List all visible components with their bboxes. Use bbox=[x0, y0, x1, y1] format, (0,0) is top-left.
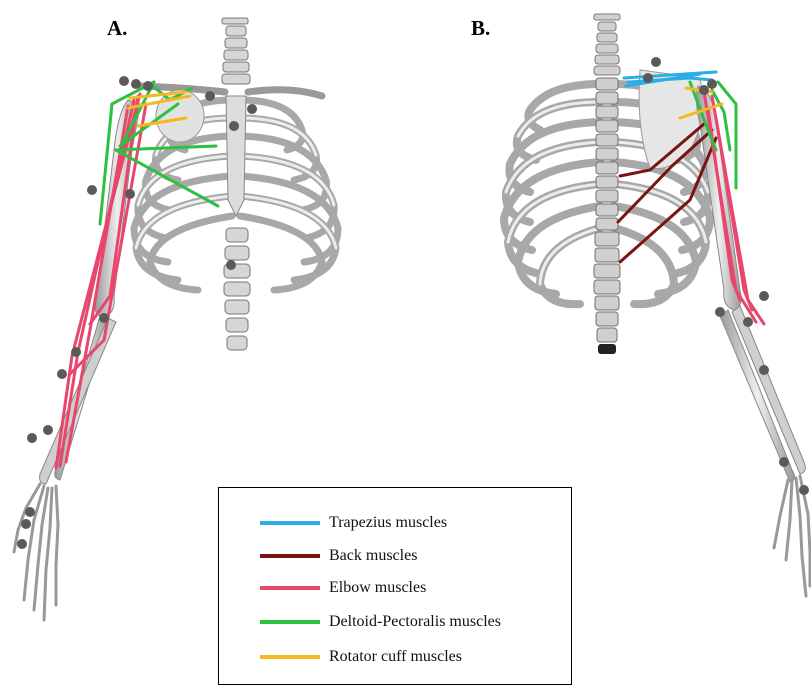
legend-label-trapezius: Trapezius muscles bbox=[329, 514, 447, 532]
legend-label-deltoid-pectoralis: Deltoid-Pectoralis muscles bbox=[329, 613, 501, 631]
legend-swatch-back bbox=[260, 554, 320, 558]
legend-swatch-elbow bbox=[260, 586, 320, 590]
lumbar-spine-a bbox=[224, 228, 250, 350]
sternum bbox=[226, 96, 246, 216]
clavicle-right bbox=[248, 90, 322, 96]
radius-b bbox=[720, 310, 795, 482]
cervical-spine bbox=[222, 18, 250, 84]
panel-a-muscles bbox=[17, 76, 257, 549]
legend: Trapezius muscles Back muscles Elbow mus… bbox=[218, 487, 572, 685]
hand-a bbox=[14, 484, 58, 620]
legend-swatch-trapezius bbox=[260, 521, 320, 525]
legend-label-elbow: Elbow muscles bbox=[329, 579, 426, 597]
ulna-b bbox=[732, 306, 805, 474]
legend-swatch-deltoid-pectoralis bbox=[260, 620, 320, 624]
panel-label-b: B. bbox=[471, 16, 490, 41]
spine-b bbox=[594, 14, 620, 75]
legend-label-back: Back muscles bbox=[329, 547, 417, 565]
legend-swatch-rotator-cuff bbox=[260, 655, 320, 659]
legend-label-rotator-cuff: Rotator cuff muscles bbox=[329, 648, 462, 666]
panel-label-a: A. bbox=[107, 16, 127, 41]
